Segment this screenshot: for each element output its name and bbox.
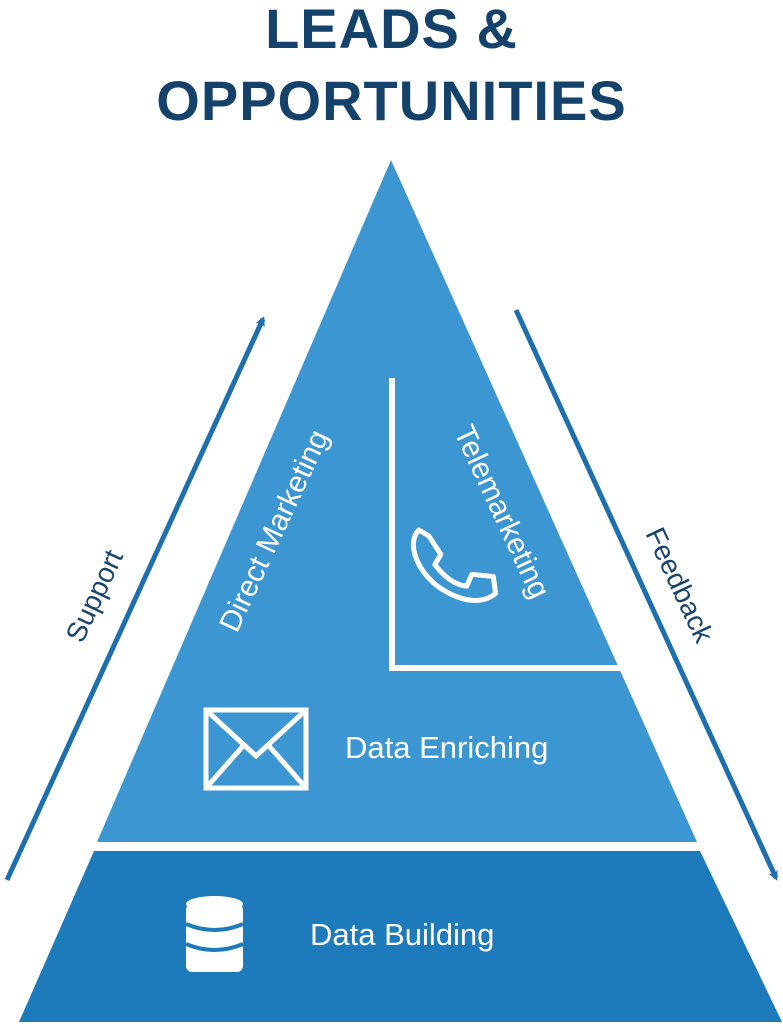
data-building-label: Data Building — [310, 917, 494, 952]
envelope-icon — [203, 707, 309, 791]
database-icon — [185, 896, 244, 972]
telemarketing-divider — [389, 378, 621, 671]
feedback-arrow — [513, 308, 779, 881]
phone-icon — [411, 527, 499, 603]
support-arrow — [4, 316, 266, 882]
title-line-2: OPPORTUNITIES — [156, 69, 627, 132]
data-enriching-label: Data Enriching — [345, 730, 548, 765]
feedback-label: Feedback — [640, 523, 720, 648]
diagram-title: LEADS & OPPORTUNITIES — [0, 0, 783, 136]
pyramid-base — [19, 851, 782, 1022]
pyramid-top — [97, 160, 697, 842]
title-line-1: LEADS & — [265, 0, 518, 60]
